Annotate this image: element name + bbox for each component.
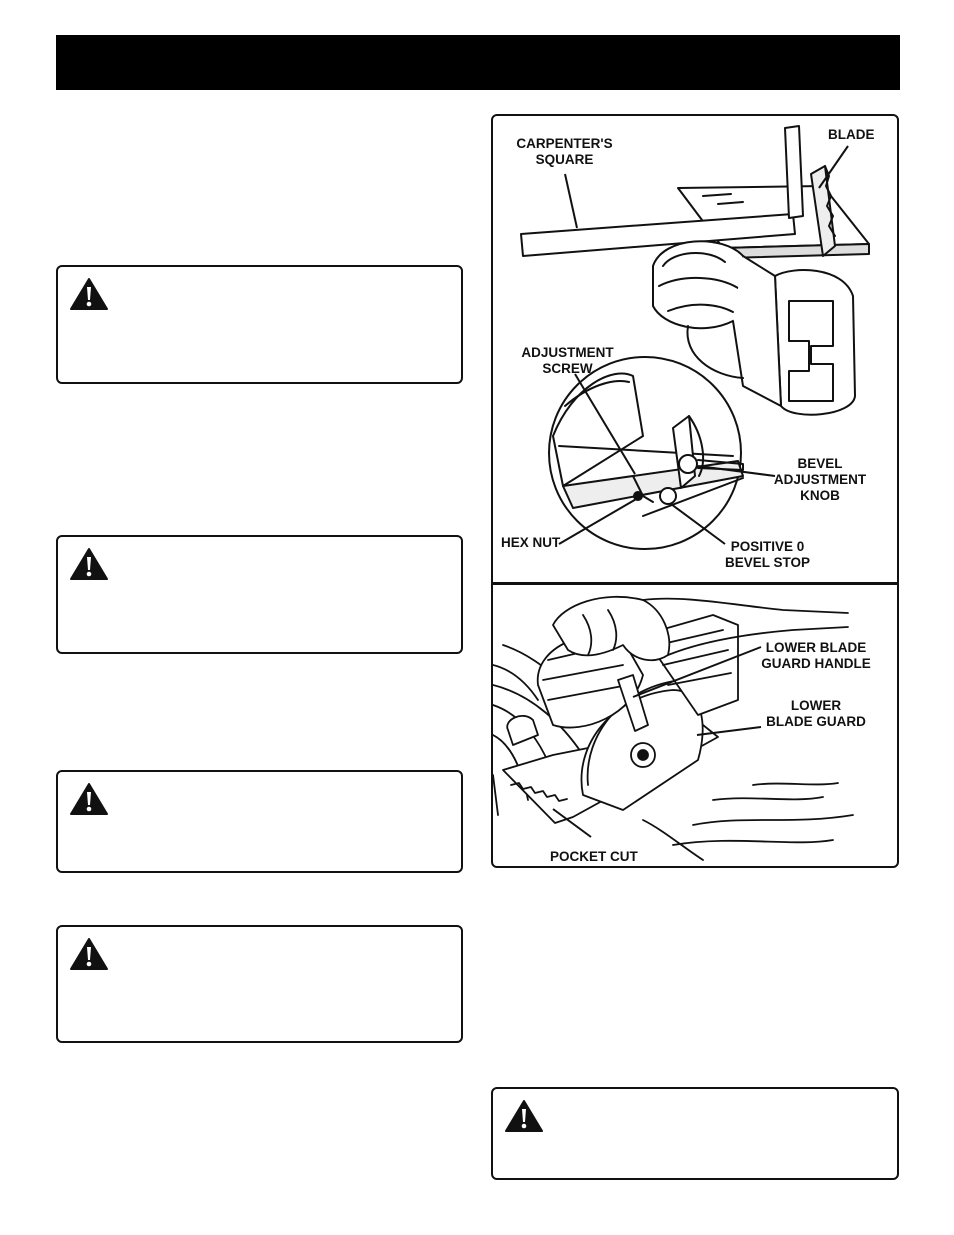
label-adjustment-screw: ADJUSTMENT SCREW <box>515 345 620 377</box>
label-lower-blade-guard: LOWER BLADE GUARD <box>761 698 871 730</box>
warning-box-4 <box>56 925 463 1043</box>
label-line: POCKET CUT <box>550 849 638 864</box>
warning-triangle-icon <box>505 1100 543 1132</box>
warning-box-1 <box>56 265 463 384</box>
blade-squaring-illustration <box>520 125 870 550</box>
warning-triangle-icon <box>70 938 108 970</box>
label-line: BEVEL <box>797 456 843 471</box>
label-line: POSITIVE 0 <box>730 539 805 554</box>
label-line: BEVEL STOP <box>724 555 811 570</box>
label-line: ADJUSTMENT <box>773 472 867 487</box>
warning-triangle-icon <box>70 548 108 580</box>
label-line: HEX NUT <box>501 535 561 550</box>
warning-box-5 <box>491 1087 899 1180</box>
label-lower-blade-guard-handle: LOWER BLADE GUARD HANDLE <box>761 640 871 672</box>
warning-box-3 <box>56 770 463 873</box>
label-line: ADJUSTMENT <box>521 345 614 360</box>
section-header-bar <box>56 35 900 90</box>
warning-box-2 <box>56 535 463 654</box>
label-line: LOWER <box>790 698 842 713</box>
label-line: GUARD HANDLE <box>761 656 871 671</box>
label-line: BLADE GUARD <box>766 714 866 729</box>
label-positive-bevel-stop: POSITIVE 0 BEVEL STOP <box>715 539 820 571</box>
label-carpenters-square: CARPENTER'S SQUARE <box>507 136 622 168</box>
saw-figure-panel: CARPENTER'S SQUARE BLADE ADJUSTMENT SCRE… <box>491 114 899 868</box>
label-hex-nut: HEX NUT <box>501 535 560 551</box>
warning-triangle-icon <box>70 783 108 815</box>
label-line: CARPENTER'S <box>516 136 613 151</box>
label-line: SQUARE <box>535 152 594 167</box>
label-line: BLADE <box>828 127 875 142</box>
label-bevel-adjustment-knob: BEVEL ADJUSTMENT KNOB <box>765 456 875 504</box>
label-pocket-cut: POCKET CUT <box>550 849 638 865</box>
label-line: SCREW <box>542 361 593 376</box>
label-blade: BLADE <box>828 127 875 143</box>
warning-triangle-icon <box>70 278 108 310</box>
label-line: KNOB <box>800 488 840 503</box>
figure-divider <box>493 582 897 585</box>
pocket-cut-illustration <box>493 596 854 861</box>
label-line: LOWER BLADE <box>765 640 867 655</box>
